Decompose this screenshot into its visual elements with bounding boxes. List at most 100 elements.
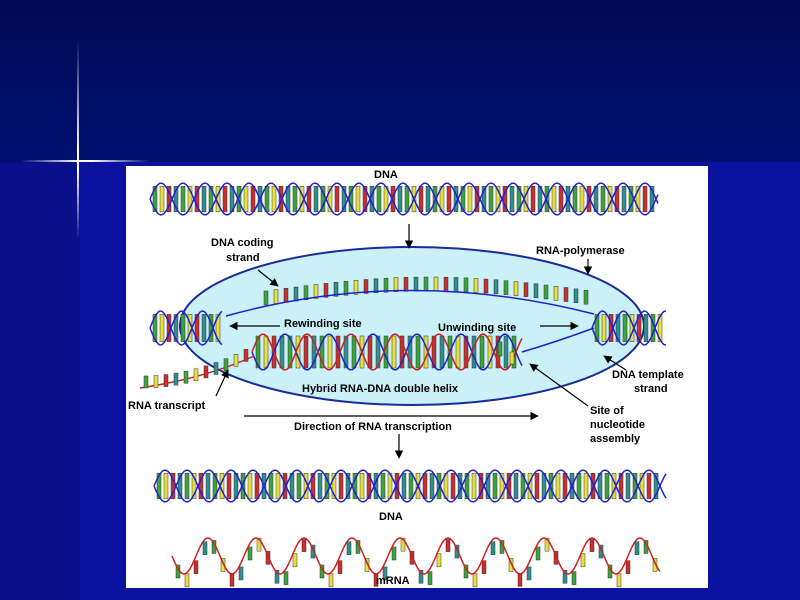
base-pair: [586, 185, 592, 213]
dna-backbone-strand: [153, 469, 667, 503]
base-pair: [572, 185, 578, 213]
base-pair: [544, 185, 550, 213]
mrna-base: [580, 553, 586, 567]
coding-base: [573, 288, 579, 304]
base-pair: [604, 472, 610, 500]
base-pair: [215, 314, 221, 342]
template-backbone-tail: [521, 327, 595, 353]
mrna-base: [301, 538, 307, 552]
rna-transcript-strand: [139, 349, 255, 389]
dna-double-helix-top: [149, 182, 659, 216]
transcript-base: [223, 358, 229, 371]
free-nucleotide: [497, 341, 503, 357]
base-pair: [320, 185, 326, 213]
base-pair: [463, 335, 469, 369]
label-template-strand-line2: strand: [634, 383, 668, 395]
base-pair: [431, 335, 437, 369]
base-pair: [555, 472, 561, 500]
base-pair: [187, 185, 193, 213]
base-pair: [621, 185, 627, 213]
base-pair: [618, 472, 624, 500]
base-pair: [548, 472, 554, 500]
base-pair: [271, 185, 277, 213]
mrna-base: [634, 541, 640, 555]
base-pair: [436, 472, 442, 500]
base-pair: [579, 185, 585, 213]
coding-base: [393, 277, 399, 292]
coding-base: [453, 277, 459, 292]
slide-left-band: [0, 162, 80, 600]
coding-base: [553, 285, 559, 301]
base-pair: [562, 472, 568, 500]
base-pair: [422, 472, 428, 500]
free-nucleotide: [509, 351, 515, 365]
coding-base: [533, 283, 539, 299]
coding-base: [413, 276, 419, 292]
base-pair: [180, 314, 186, 342]
base-pair: [601, 314, 607, 342]
base-pair: [558, 185, 564, 213]
base-pair: [247, 472, 253, 500]
coding-base: [473, 278, 479, 293]
base-pair: [380, 472, 386, 500]
base-pair: [201, 314, 207, 342]
base-pair: [583, 472, 589, 500]
base-pair: [205, 472, 211, 500]
mrna-base: [616, 573, 622, 588]
base-pair: [642, 185, 648, 213]
base-pair: [250, 185, 256, 213]
base-pair: [649, 185, 655, 213]
mrna-base: [202, 541, 208, 555]
base-pair: [278, 185, 284, 213]
base-pair: [366, 472, 372, 500]
base-pair: [464, 472, 470, 500]
mrna-base: [544, 537, 550, 552]
mrna-base: [454, 544, 460, 559]
mrna-base: [256, 537, 262, 552]
base-pair: [401, 472, 407, 500]
base-pair: [534, 472, 540, 500]
coding-base: [443, 276, 449, 292]
coding-backbone: [225, 289, 595, 317]
mrna-base: [535, 546, 541, 561]
base-pair: [324, 472, 330, 500]
base-pair: [467, 185, 473, 213]
template-backbone: [251, 333, 523, 371]
base-pair: [376, 185, 382, 213]
label-coding-strand-line2: strand: [226, 252, 260, 264]
base-pair: [194, 185, 200, 213]
coding-base: [433, 276, 439, 292]
base-pair: [625, 472, 631, 500]
base-pair: [163, 472, 169, 500]
base-pair: [439, 335, 445, 369]
base-pair: [657, 314, 663, 342]
base-pair: [485, 472, 491, 500]
base-pair: [590, 472, 596, 500]
base-pair: [594, 314, 600, 342]
coding-base: [373, 278, 379, 294]
base-pair: [653, 472, 659, 500]
base-pair: [635, 185, 641, 213]
base-pair: [264, 185, 270, 213]
base-pair: [503, 335, 509, 369]
base-pair: [615, 314, 621, 342]
mrna-base: [445, 538, 451, 552]
mrna-base: [247, 546, 253, 561]
transcription-diagram: DNA DNA coding strand RNA-polymerase Rew…: [128, 169, 684, 588]
base-pair: [355, 185, 361, 213]
base-pair: [159, 314, 165, 342]
base-pair: [460, 185, 466, 213]
base-pair: [166, 185, 172, 213]
base-pair: [474, 185, 480, 213]
base-pair: [455, 335, 461, 369]
dna-backbone-strand: [149, 182, 659, 216]
arrow-rna-transcript: [215, 369, 229, 397]
coding-base: [283, 288, 289, 303]
base-pair: [236, 185, 242, 213]
base-pair: [502, 185, 508, 213]
mrna-base: [283, 571, 289, 585]
label-dna-bottom: DNA: [379, 511, 403, 523]
coding-base: [543, 284, 549, 300]
mrna-base: [346, 541, 352, 555]
mrna-base: [490, 541, 496, 555]
